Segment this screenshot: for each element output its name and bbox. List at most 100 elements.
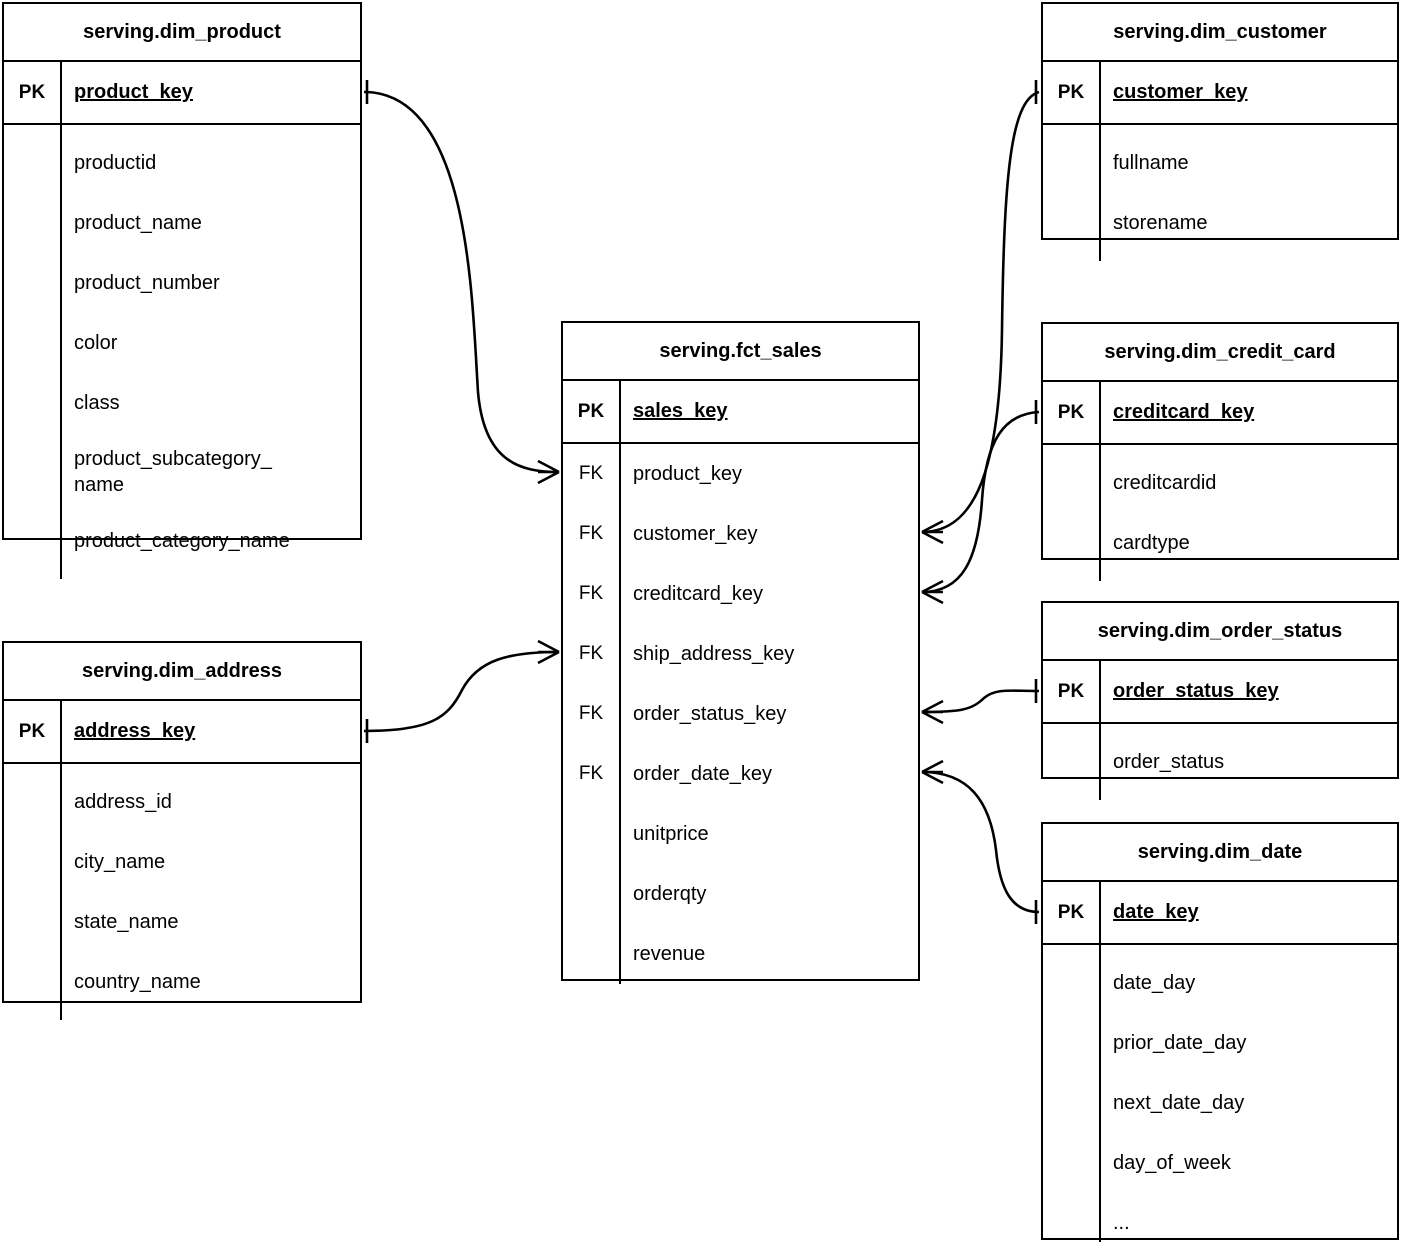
measure-attribute: orderqty <box>633 882 707 905</box>
relationship-line-creditcard-sales <box>921 410 1040 594</box>
attribute-body-dim-credit-card: creditcardid cardtype <box>1043 445 1397 581</box>
attribute-row: productid <box>74 152 157 174</box>
pk-row-dim-product: PK product_key <box>4 62 360 125</box>
attribute-row: state_name <box>74 911 179 933</box>
attribute-row: product_number <box>74 272 220 294</box>
fk-and-measure-list: FK product_key FK customer_key FK credit… <box>563 444 918 984</box>
key-column-spacer <box>1043 445 1101 581</box>
crowsfoot-orderstatus-sales <box>921 699 944 725</box>
attribute-list-dim-address: address_id city_name state_name country_… <box>62 764 360 1020</box>
attribute-row: creditcardid <box>1113 472 1217 494</box>
entity-dim-address[interactable]: serving.dim_address PK address_key addre… <box>2 641 362 1020</box>
fk-badge: FK <box>563 624 621 684</box>
pk-row-dim-date: PK date_key <box>1043 882 1397 945</box>
measure-attribute: unitprice <box>633 822 709 845</box>
relationship-line-address-sales <box>363 650 560 733</box>
entity-dim-customer[interactable]: serving.dim_customer PK customer_key ful… <box>1041 2 1399 261</box>
attribute-row-ellipsis: ... <box>1113 1212 1130 1234</box>
crowsfoot-product-sales <box>537 459 560 485</box>
key-column-spacer <box>563 864 621 924</box>
attribute-row: day_of_week <box>1113 1152 1231 1174</box>
key-column-spacer <box>1043 945 1101 1242</box>
fk-badge: FK <box>563 444 621 504</box>
crowsfoot-date-sales <box>921 759 944 785</box>
attribute-row: product_category_name <box>74 530 290 552</box>
entity-dim-order-status[interactable]: serving.dim_order_status PK order_status… <box>1041 601 1399 800</box>
attribute-row: next_date_day <box>1113 1092 1245 1114</box>
entity-dim-product[interactable]: serving.dim_product PK product_key produ… <box>2 2 362 579</box>
entity-dim-date[interactable]: serving.dim_date PK date_key date_day pr… <box>1041 822 1399 1242</box>
pk-attribute-order-status-key: order_status_key <box>1113 680 1279 702</box>
fk-attribute: customer_key <box>633 522 758 545</box>
attribute-row: storename <box>1113 212 1208 234</box>
pk-badge: PK <box>4 701 62 762</box>
attribute-row: city_name <box>74 851 166 873</box>
key-column-spacer <box>1043 724 1101 800</box>
entity-fct-sales[interactable]: serving.fct_sales PK sales_key FK produc… <box>561 321 920 984</box>
relationship-line-date-sales <box>921 770 1040 914</box>
attribute-row: prior_date_day <box>1113 1032 1247 1054</box>
entity-title-dim-customer: serving.dim_customer <box>1043 4 1397 62</box>
attribute-row-wrapped: product_subcategory_ name <box>74 433 360 511</box>
crowsfoot-creditcard-sales <box>921 579 944 605</box>
pk-attribute-address-key: address_key <box>74 720 196 742</box>
relationship-line-product-sales <box>363 90 560 474</box>
entity-title-dim-order-status: serving.dim_order_status <box>1043 603 1397 661</box>
entity-title-dim-credit-card: serving.dim_credit_card <box>1043 324 1397 382</box>
attribute-list-dim-order-status: order_status <box>1101 724 1397 800</box>
key-column-spacer <box>1043 125 1101 261</box>
pk-row-dim-address: PK address_key <box>4 701 360 764</box>
attribute-row: class <box>74 392 120 414</box>
entity-title-dim-date: serving.dim_date <box>1043 824 1397 882</box>
pk-row-dim-order-status: PK order_status_key <box>1043 661 1397 724</box>
key-column-spacer <box>4 764 62 1020</box>
fk-row-product-key: FK product_key <box>563 444 918 504</box>
attribute-body-dim-date: date_day prior_date_day next_date_day da… <box>1043 945 1397 1242</box>
fk-row-ship-address-key: FK ship_address_key <box>563 624 918 684</box>
measure-row-unitprice: unitprice <box>563 804 918 864</box>
attribute-body-dim-customer: fullname storename <box>1043 125 1397 261</box>
pk-badge: PK <box>1043 882 1101 943</box>
fk-badge: FK <box>563 564 621 624</box>
attribute-row: cardtype <box>1113 532 1190 554</box>
pk-row-dim-customer: PK customer_key <box>1043 62 1397 125</box>
fk-badge: FK <box>563 744 621 804</box>
pk-badge: PK <box>1043 62 1101 123</box>
attribute-row: product_name <box>74 212 202 234</box>
measure-row-orderqty: orderqty <box>563 864 918 924</box>
fk-badge: FK <box>563 504 621 564</box>
measure-row-revenue: revenue <box>563 924 918 984</box>
entity-title-dim-address: serving.dim_address <box>4 643 360 701</box>
key-column-spacer <box>563 924 621 984</box>
relationship-line-orderstatus-sales <box>921 689 1040 714</box>
fk-row-creditcard-key: FK creditcard_key <box>563 564 918 624</box>
attribute-text-line1: product_subcategory_ <box>74 448 272 470</box>
fk-row-order-date-key: FK order_date_key <box>563 744 918 804</box>
entity-dim-credit-card[interactable]: serving.dim_credit_card PK creditcard_ke… <box>1041 322 1399 581</box>
fk-attribute: order_date_key <box>633 762 772 785</box>
fk-row-customer-key: FK customer_key <box>563 504 918 564</box>
fk-attribute: product_key <box>633 462 742 485</box>
pk-row-fct-sales: PK sales_key <box>563 381 918 444</box>
pk-badge: PK <box>563 381 621 442</box>
fk-attribute: ship_address_key <box>633 642 795 665</box>
attribute-list-dim-product: productid product_name product_number co… <box>62 125 360 579</box>
attribute-body-dim-product: productid product_name product_number co… <box>4 125 360 579</box>
attribute-row: color <box>74 332 118 354</box>
pk-badge: PK <box>1043 382 1101 443</box>
attribute-list-dim-date: date_day prior_date_day next_date_day da… <box>1101 945 1397 1242</box>
key-column-spacer <box>563 804 621 864</box>
fk-attribute: creditcard_key <box>633 582 764 605</box>
attribute-row: date_day <box>1113 972 1196 994</box>
attribute-text-line2: name <box>74 474 125 496</box>
fk-attribute: order_status_key <box>633 702 787 725</box>
key-column-spacer <box>4 125 62 579</box>
pk-attribute-customer-key: customer_key <box>1113 81 1248 103</box>
attribute-row: order_status <box>1113 751 1225 773</box>
attribute-body-dim-order-status: order_status <box>1043 724 1397 800</box>
attribute-row: fullname <box>1113 152 1189 174</box>
pk-attribute-creditcard-key: creditcard_key <box>1113 401 1255 423</box>
pk-badge: PK <box>1043 661 1101 722</box>
fk-row-order-status-key: FK order_status_key <box>563 684 918 744</box>
